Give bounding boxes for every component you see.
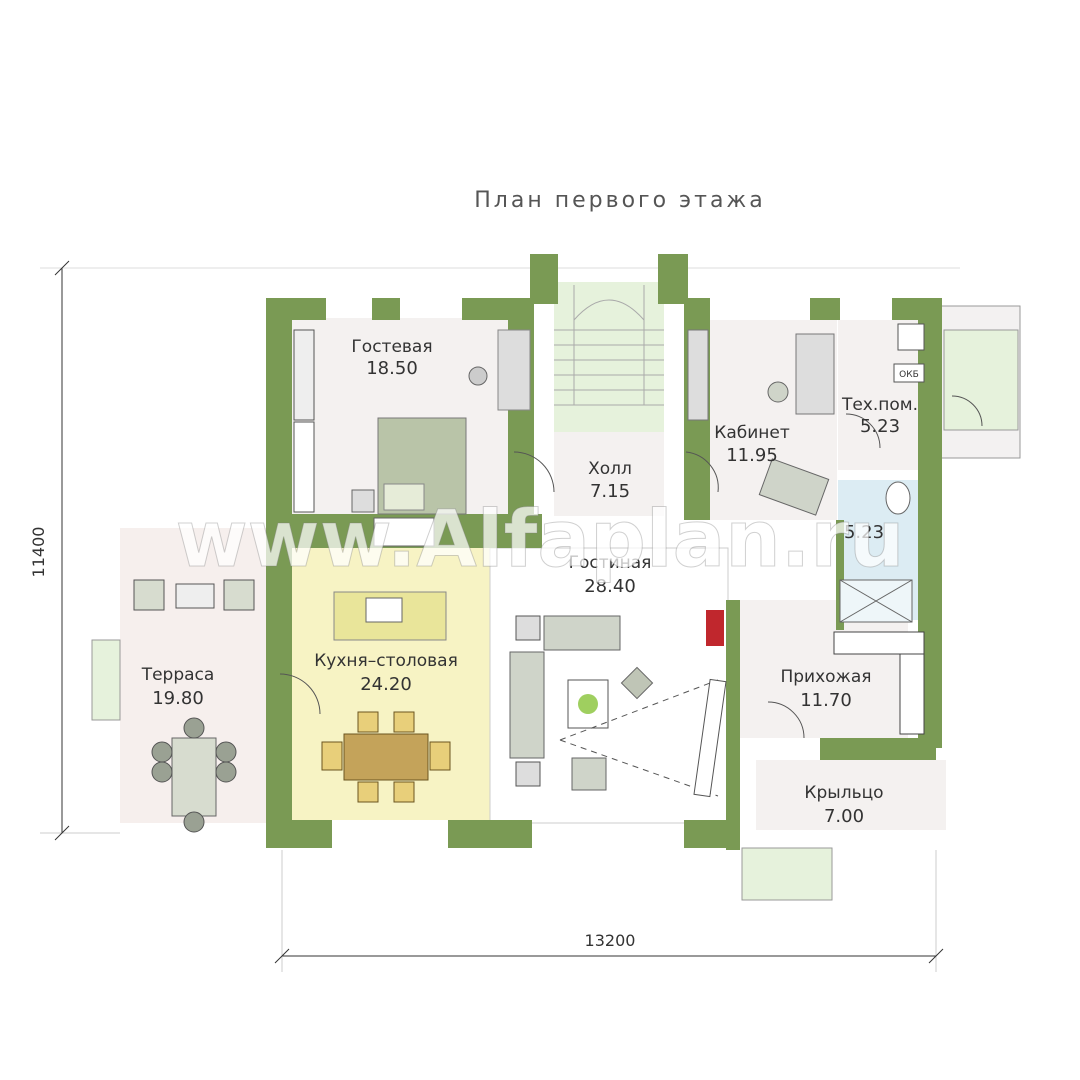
door-swings <box>279 395 983 739</box>
room-labels: Гостевая 18.50 Холл 7.15 Кабинет 11.95 Т… <box>141 337 918 827</box>
guest-area: 18.50 <box>366 358 418 379</box>
entry-wardrobe <box>833 631 925 735</box>
tech-name: Тех.пом. <box>841 395 918 415</box>
tech-area: 5.23 <box>860 416 900 437</box>
porch-name: Крыльцо <box>804 783 883 803</box>
entry-area: 11.70 <box>800 690 852 711</box>
kitchen-name: Кухня–столовая <box>314 651 458 671</box>
width-dimension-label: 13200 <box>585 931 636 950</box>
terrace-name: Терраса <box>141 665 215 685</box>
kitchen-area: 24.20 <box>360 674 412 695</box>
stair <box>554 285 664 406</box>
office-area: 11.95 <box>726 445 778 466</box>
entry-name: Прихожая <box>780 667 871 687</box>
dimension-height <box>40 260 960 841</box>
terrace-furniture <box>133 579 255 833</box>
entry-floor <box>738 600 908 738</box>
tech-equipment <box>893 323 925 383</box>
hall-floor <box>554 432 664 516</box>
living-area: 28.40 <box>584 576 636 597</box>
guest-wardrobe <box>293 329 315 513</box>
porch-area: 7.00 <box>824 806 864 827</box>
living-name: Гостиная <box>569 553 652 573</box>
height-dimension-label: 11400 <box>29 527 48 578</box>
hall-name: Холл <box>588 459 632 479</box>
boiler-label: ОКБ <box>899 370 919 380</box>
office-furniture <box>687 329 835 516</box>
porch-floor <box>756 760 946 830</box>
terrace-area: 19.80 <box>152 688 204 709</box>
plan-title: План первого этажа <box>474 188 765 213</box>
dimension-width <box>274 850 944 972</box>
living-furniture <box>509 610 727 798</box>
guest-bed <box>351 329 531 515</box>
floor-areas <box>120 282 1021 830</box>
kitchen-furniture <box>321 517 451 803</box>
watermark: www.Alfaplan.ru <box>176 495 905 585</box>
hall-area: 7.15 <box>590 481 630 502</box>
bath-area: 5.23 <box>844 522 884 543</box>
guest-name: Гостевая <box>351 337 432 357</box>
office-name: Кабинет <box>714 423 790 443</box>
bath-fixtures <box>839 481 913 623</box>
terrace-steps <box>91 329 1019 901</box>
stair-floor <box>554 282 664 432</box>
